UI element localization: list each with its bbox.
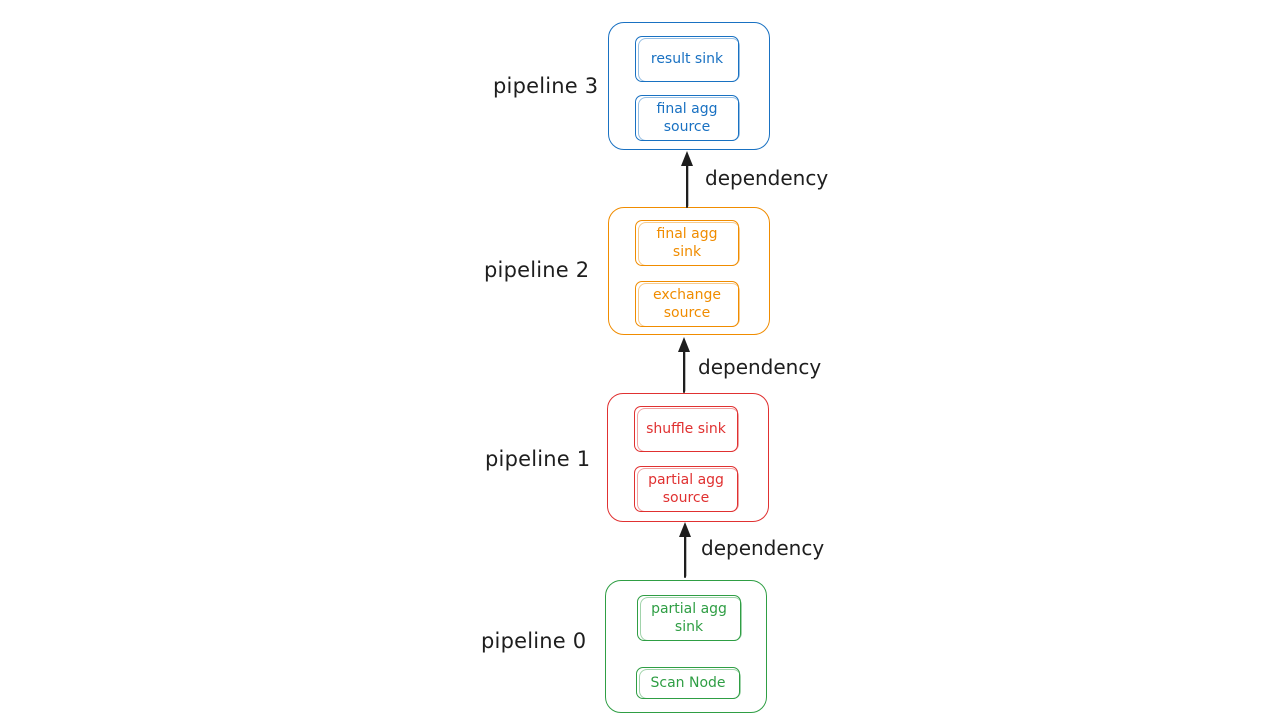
pipeline-2-label: pipeline 2 — [484, 258, 590, 282]
pipeline-1-source: partial agg source — [634, 466, 739, 512]
pipeline-3-source: final agg source — [635, 95, 740, 141]
pipeline-0-label: pipeline 0 — [481, 629, 587, 653]
pipeline-2-source: exchange source — [635, 281, 740, 327]
pipeline-1-box: shuffle sink partial agg source — [607, 393, 769, 522]
pipeline-1-sink: shuffle sink — [634, 406, 739, 452]
arrowhead-icon — [681, 151, 693, 166]
pipeline-2-sink: final agg sink — [635, 220, 740, 266]
dependency-label-0-1: dependency — [701, 536, 825, 560]
dependency-label-1-2: dependency — [698, 355, 822, 379]
pipeline-1-label: pipeline 1 — [485, 447, 591, 471]
pipeline-3-box: result sink final agg source — [608, 22, 770, 150]
pipeline-0-source: Scan Node — [636, 667, 741, 699]
pipeline-3-label: pipeline 3 — [493, 74, 599, 98]
dependency-label-2-3: dependency — [705, 166, 829, 190]
arrowhead-icon — [678, 337, 690, 352]
arrowhead-icon — [679, 522, 691, 537]
pipeline-2-box: final agg sink exchange source — [608, 207, 770, 335]
pipeline-0-box: partial agg sink Scan Node — [605, 580, 767, 713]
